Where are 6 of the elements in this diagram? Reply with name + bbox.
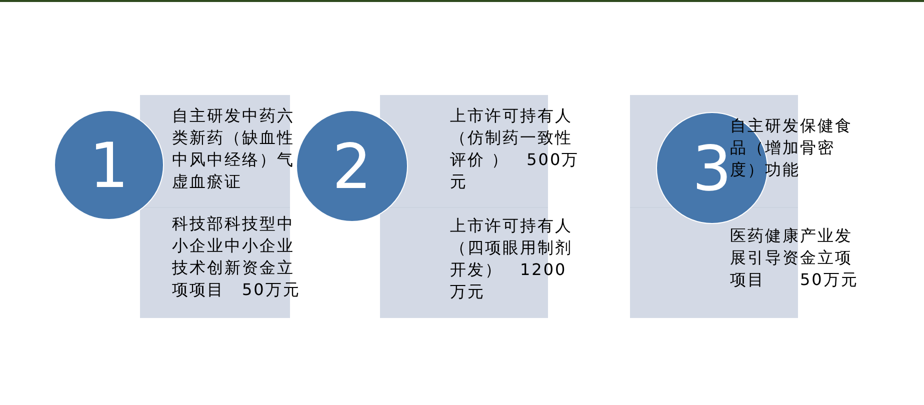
project-text: 自主研发中药六类新药（缺血性中风中经络）气虚血瘀证 xyxy=(172,105,296,193)
number-circle: 2 xyxy=(296,110,408,222)
number-circle: 1 xyxy=(54,110,164,220)
project-text: 医药健康产业发展引导资金立项项目 50万元 xyxy=(730,225,860,291)
project-text: 上市许可持有人（四项眼用制剂开发） 1200万元 xyxy=(450,215,574,303)
project-text: 上市许可持有人（仿制药一致性评价 ） 500万元 xyxy=(450,105,580,193)
